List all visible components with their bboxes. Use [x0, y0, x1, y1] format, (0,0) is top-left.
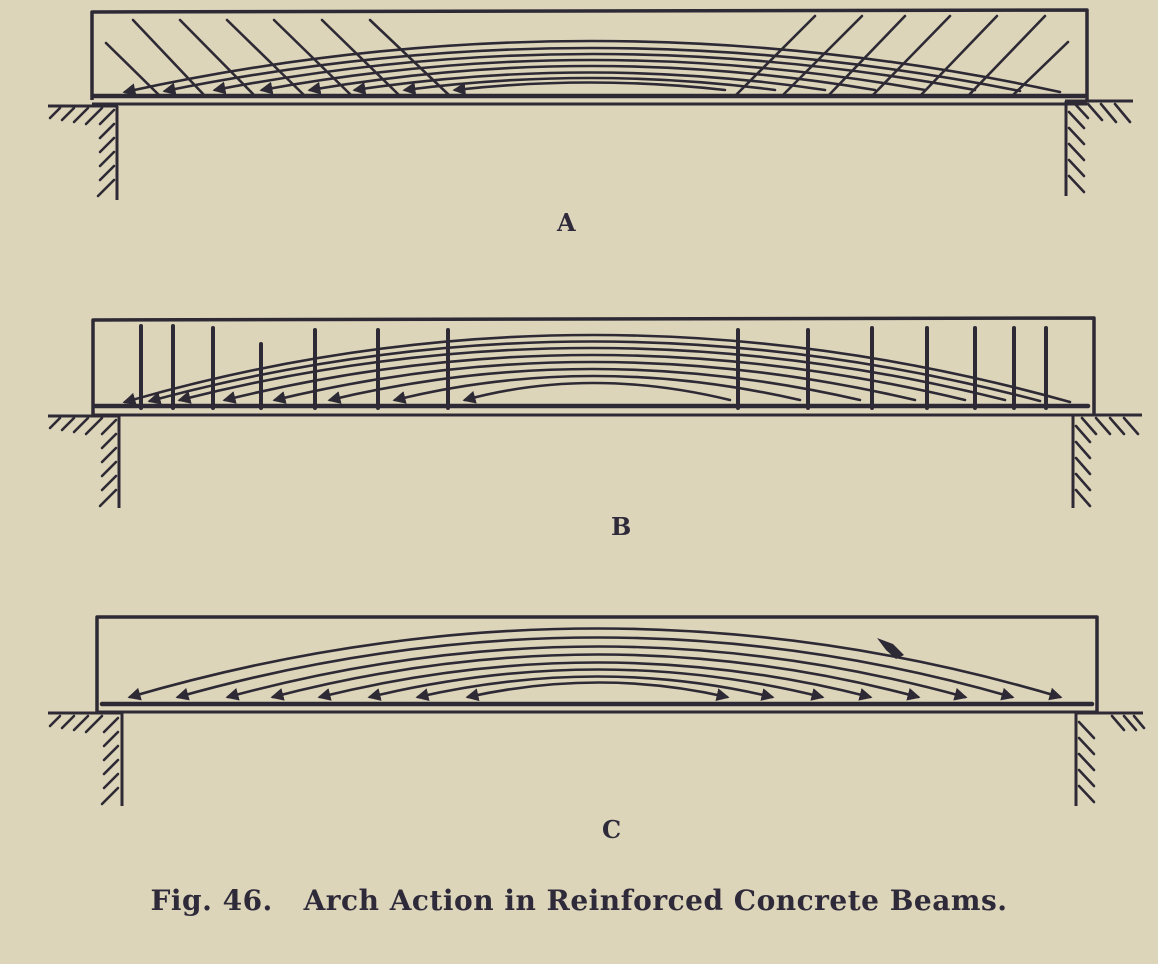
panel-label-b: B — [611, 512, 632, 541]
beam-outline-c — [95, 615, 1099, 712]
right-support-c — [1074, 711, 1146, 806]
right-support-a — [1064, 99, 1133, 196]
right-support-b — [1071, 413, 1142, 508]
panel-b-beam — [48, 316, 1142, 508]
figure-caption: Fig. 46. Arch Action in Reinforced Concr… — [0, 884, 1158, 917]
stirrups-left-b — [139, 324, 450, 410]
panel-a-beam — [48, 8, 1133, 200]
diagonal-bars-right-a — [733, 14, 1070, 98]
panel-c-beam — [48, 615, 1146, 806]
left-support-a — [48, 104, 119, 200]
diagonal-bars-left-a — [104, 18, 452, 98]
ink-blot — [877, 638, 904, 659]
figure-title: Arch Action in Reinforced Concrete Beams… — [303, 884, 1008, 917]
figure-number: Fig. 46. — [150, 884, 273, 917]
arch-lines-a — [122, 39, 1062, 97]
left-support-c — [48, 711, 124, 806]
arch-lines-c — [127, 627, 1063, 702]
panel-label-a: A — [557, 208, 576, 237]
stirrups-right-b — [736, 326, 1048, 410]
left-support-b — [48, 414, 121, 508]
panel-label-c: C — [602, 815, 622, 844]
beam-outline-b — [91, 316, 1096, 415]
beam-outline-a — [90, 8, 1089, 100]
